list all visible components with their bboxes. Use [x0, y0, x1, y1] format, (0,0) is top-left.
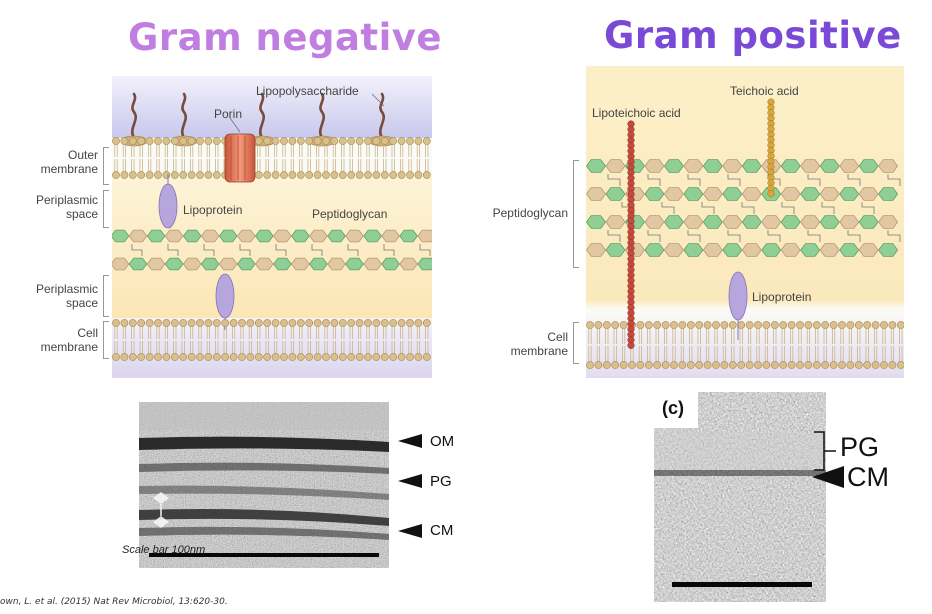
cm-arrow-pos	[812, 466, 844, 488]
periplasmic-space-bracket-2	[103, 275, 109, 317]
gram-negative-em-micrograph	[139, 402, 389, 568]
peptidoglycan-layer-pos-4	[586, 243, 899, 257]
teichoic-acid-label: Teichoic acid	[730, 84, 799, 98]
peptidoglycan-label-neg: Peptidoglycan	[312, 207, 388, 221]
cm-label-pos: CM	[847, 462, 889, 492]
lipoprotein-pos	[728, 271, 748, 321]
peptidoglycan-label-pos: Peptidoglycan	[492, 206, 568, 220]
teichoic-acid-chain	[767, 98, 775, 198]
lipoprotein-neg-2	[215, 273, 235, 319]
lipoprotein-neg-1	[158, 183, 178, 229]
lipopolysaccharide-label: Lipopolysaccharide	[256, 84, 359, 98]
cell-membrane-bilayer-pos	[586, 321, 904, 369]
outer-membrane-label: Outer membrane	[40, 148, 98, 176]
gram-positive-envelope-diagram	[586, 66, 904, 378]
peptide-crosslinks-neg	[131, 244, 431, 256]
peptide-crosslinks-pos	[607, 174, 901, 242]
lipoprotein-label-neg: Lipoprotein	[183, 203, 243, 217]
cell-membrane-bilayer-neg	[112, 319, 431, 361]
cm-arrow-neg	[398, 524, 422, 538]
periplasmic-space-bracket-1	[103, 190, 109, 228]
gram-positive-em-micrograph	[654, 392, 826, 602]
periplasmic-space-label-2: Periplasmic space	[35, 282, 98, 310]
lipoteichoic-acid-label: Lipoteichoic acid	[592, 106, 681, 120]
pg-label-neg: PG	[430, 473, 452, 490]
peptidoglycan-layer-neg-2	[112, 257, 432, 271]
porin-label: Porin	[214, 107, 243, 121]
gram-positive-title: Gram positive	[604, 14, 902, 57]
scale-bar-label: Scale bar 100nm	[122, 544, 206, 556]
periplasmic-space-label-1: Periplasmic space	[35, 193, 98, 221]
gram-negative-envelope-diagram	[112, 76, 432, 378]
pg-bracket-pos	[814, 431, 836, 471]
gram-negative-title: Gram negative	[128, 16, 442, 59]
cell-membrane-label: Cell membrane	[40, 326, 98, 354]
pg-label-pos: PG	[840, 432, 880, 462]
cm-label-neg: CM	[430, 522, 454, 539]
cell-membrane-bracket-pos	[573, 322, 579, 364]
peptidoglycan-layer-neg-1	[112, 229, 432, 243]
outer-membrane-bracket	[103, 147, 109, 185]
cell-membrane-bracket	[103, 321, 109, 359]
cell-membrane-label-pos: Cell membrane	[510, 330, 568, 358]
citation: own, L. et al. (2015) Nat Rev Microbiol,…	[0, 597, 228, 607]
peptidoglycan-layer-pos-2	[586, 187, 899, 201]
lipoteichoic-acid-chain	[627, 120, 635, 349]
panel-c-label: (c)	[662, 398, 684, 418]
pg-arrow-neg	[398, 474, 422, 488]
porin-protein	[224, 133, 256, 183]
lipoprotein-label-pos: Lipoprotein	[752, 290, 812, 304]
peptidoglycan-bracket-pos	[573, 160, 579, 268]
om-label: OM	[430, 433, 455, 450]
om-arrow	[398, 434, 422, 448]
peptidoglycan-layer-pos-3	[586, 215, 899, 229]
